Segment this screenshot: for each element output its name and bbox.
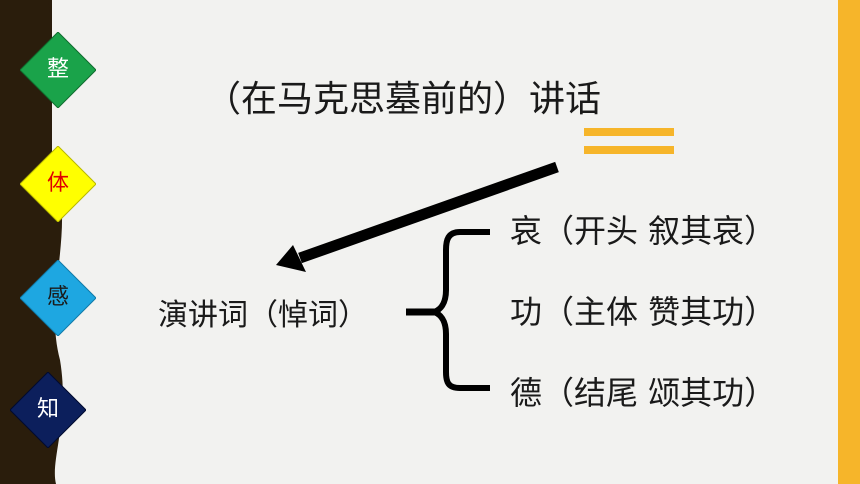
nav-diamond-ti[interactable]: 体 — [20, 146, 96, 222]
nav-diamond-gan[interactable]: 感 — [20, 260, 96, 336]
equals-sign-bottom-bar — [584, 146, 674, 154]
nav-diamond-label: 知 — [36, 397, 59, 422]
nav-diamond-label: 感 — [46, 285, 69, 310]
left-wave-decoration — [0, 0, 63, 484]
branch-1: 哀（开头 叙其哀） — [510, 212, 777, 250]
nav-diamond-label: 整 — [46, 57, 69, 82]
nav-diamond-label: 体 — [46, 171, 69, 196]
equals-sign-top-bar — [584, 128, 674, 136]
slide-title: （在马克思墓前的）讲话 — [205, 79, 602, 120]
main-term: 演讲词（悼词） — [158, 298, 368, 333]
brace — [424, 229, 490, 391]
arrow-head — [276, 245, 306, 272]
nav-diamond-zhi[interactable]: 知 — [10, 372, 86, 448]
branch-3: 德（结尾 颂其功） — [510, 374, 777, 412]
right-accent-bar — [838, 0, 860, 484]
branch-2: 功（主体 赞其功） — [510, 293, 777, 331]
arrow-shaft — [298, 161, 559, 264]
nav-diamond-zheng[interactable]: 整 — [20, 32, 96, 108]
